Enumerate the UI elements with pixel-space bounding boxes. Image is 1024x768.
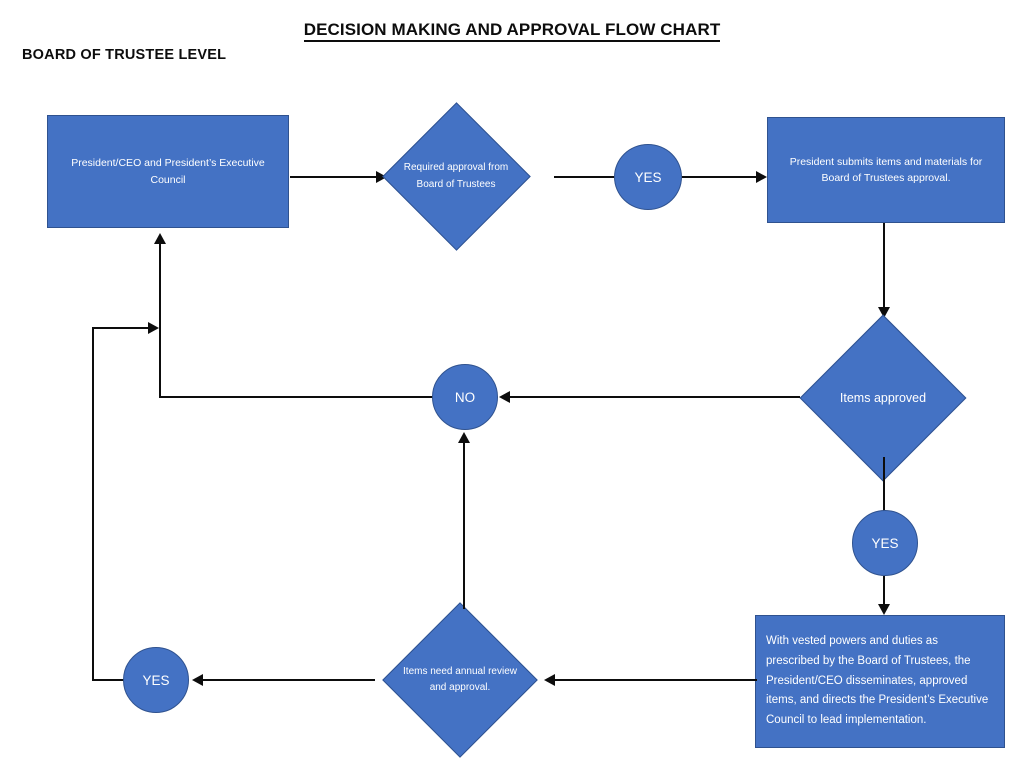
connector-yes1-to-process2: [682, 176, 756, 178]
node-items-need-annual-review[interactable]: Items need annual review and approval.: [382, 602, 538, 758]
node-vested-powers-implementation[interactable]: With vested powers and duties as prescri…: [755, 615, 1005, 748]
node-required-approval-from-board[interactable]: Required approval from Board of Trustees: [382, 102, 531, 251]
arrowhead-down-icon: [878, 604, 890, 615]
connector-no-1[interactable]: NO: [432, 364, 498, 430]
arrowhead-up-icon: [458, 432, 470, 443]
arrowhead-left-icon: [499, 391, 510, 403]
connector-no-to-process1-horizontal: [159, 396, 434, 398]
node-label: With vested powers and duties as prescri…: [766, 635, 989, 727]
connector-decision2-to-yes2: [883, 457, 885, 512]
connector-yes-3[interactable]: YES: [123, 647, 189, 713]
connector-label: YES: [871, 535, 899, 551]
page-title-text: DECISION MAKING AND APPROVAL FLOW CHART: [303, 20, 721, 42]
connector-yes3-loop-bottom: [92, 679, 125, 681]
connector-yes3-loop-vertical: [92, 327, 94, 681]
arrowhead-left-icon: [544, 674, 555, 686]
page-title: DECISION MAKING AND APPROVAL FLOW CHART: [0, 20, 1024, 42]
connector-yes-2[interactable]: YES: [852, 510, 918, 576]
arrowhead-right-icon: [756, 171, 767, 183]
connector-process2-to-decision2: [883, 223, 885, 309]
connector-no-to-process1-vertical: [159, 244, 161, 398]
arrowhead-right-icon: [376, 171, 387, 183]
connector-yes3-loop-top: [92, 327, 148, 329]
connector-yes-1[interactable]: YES: [614, 144, 682, 210]
section-label-board-of-trustee-level: BOARD OF TRUSTEE LEVEL: [22, 47, 227, 63]
arrowhead-up-icon: [154, 233, 166, 244]
node-label: President/CEO and President’s Executive …: [71, 157, 265, 186]
node-label: President submits items and materials fo…: [789, 155, 983, 184]
node-president-ceo-executive-council[interactable]: President/CEO and President’s Executive …: [47, 115, 289, 228]
connector-process1-to-decision1: [290, 176, 376, 178]
connector-label: YES: [634, 169, 662, 185]
arrowhead-right-icon: [148, 322, 159, 334]
connector-label: NO: [454, 389, 476, 405]
connector-process3-to-decision3: [555, 679, 757, 681]
diamond-shape: [382, 102, 531, 251]
connector-decision3-to-yes3: [203, 679, 375, 681]
arrowhead-left-icon: [192, 674, 203, 686]
diamond-shape: [382, 602, 538, 758]
connector-decision1-to-yes1: [554, 176, 614, 178]
connector-yes2-to-process3: [883, 576, 885, 606]
connector-label: YES: [142, 672, 170, 688]
node-president-submits-items[interactable]: President submits items and materials fo…: [767, 117, 1005, 223]
connector-decision2-to-no: [510, 396, 800, 398]
arrowhead-down-icon: [878, 307, 890, 318]
connector-decision3-to-no: [463, 443, 465, 609]
node-items-approved[interactable]: Items approved: [799, 314, 967, 482]
